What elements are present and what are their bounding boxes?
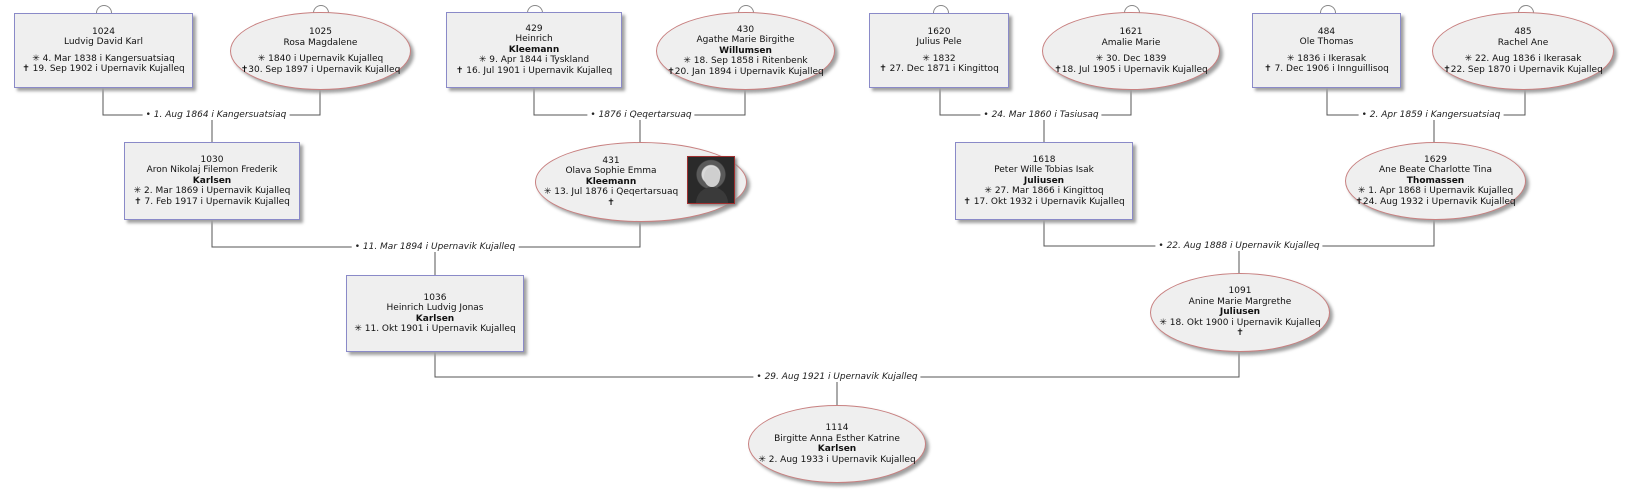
person-surname: Karlsen <box>817 444 857 454</box>
person-node-1030[interactable]: 1030 Aron Nikolaj Filemon Frederik Karls… <box>124 142 300 220</box>
death-info: ✝ 7. Dec 1906 i Innguillisoq <box>1264 64 1389 74</box>
person-id: 1629 <box>1424 154 1447 165</box>
person-surname: Juliusen <box>1219 307 1261 318</box>
person-given-names: Heinrich Ludvig Jonas <box>386 303 484 313</box>
parent-link-icon[interactable] <box>738 5 754 14</box>
death-info: ✝24. Aug 1932 i Upernavik Kujalleq <box>1355 196 1516 207</box>
death-info: ✝22. Sep 1870 i Upernavik Kujalleq <box>1443 64 1603 75</box>
person-id: 1025 <box>309 27 332 37</box>
person-given-names: Rachel Ane <box>1497 37 1549 48</box>
person-surname: Karlsen <box>192 175 232 186</box>
death-info: ✝ 27. Dec 1871 i Kingittoq <box>879 64 999 74</box>
marriage-label: • 1876 i Qeqertarsuaq <box>587 110 695 120</box>
person-id: 1091 <box>1228 286 1252 297</box>
person-surname: Kleemann <box>508 44 560 55</box>
person-surname: Thomassen <box>1406 175 1465 186</box>
death-info: ✝ 17. Okt 1932 i Upernavik Kujalleq <box>963 196 1125 207</box>
birth-info: ✳ 18. Sep 1858 i Ritenbenk <box>683 56 808 67</box>
person-id: 1030 <box>200 154 224 165</box>
marriage-label: • 24. Mar 1860 i Tasiusaq <box>980 110 1102 120</box>
birth-info: ✳ 27. Mar 1866 i Kingittoq <box>984 186 1104 197</box>
death-info: ✝30. Sep 1897 i Upernavik Kujalleq <box>240 64 401 75</box>
birth-info: ✳ 2. Mar 1869 i Upernavik Kujalleq <box>133 186 291 197</box>
birth-info: ✳ 30. Dec 1839 <box>1095 54 1167 64</box>
parent-link-icon[interactable] <box>933 5 949 14</box>
person-node-1618[interactable]: 1618 Peter Wille Tobias Isak Juliusen ✳ … <box>955 142 1133 220</box>
person-id: 1621 <box>1119 27 1143 37</box>
person-node-429[interactable]: 429 Heinrich Kleemann ✳ 9. Apr 1844 i Ty… <box>446 12 622 88</box>
person-given-names: Olava Sophie Emma <box>565 166 657 177</box>
parent-link-icon[interactable] <box>1518 5 1534 14</box>
birth-info: ✳ 18. Okt 1900 i Upernavik Kujalleq <box>1159 317 1321 328</box>
parent-link-icon[interactable] <box>527 5 543 14</box>
parent-link-icon[interactable] <box>1320 5 1336 14</box>
person-node-1025[interactable]: 1025 Rosa Magdalene ✳ 1840 i Upernavik K… <box>230 12 411 90</box>
person-node-430[interactable]: 430 Agathe Marie Birgithe Willumsen ✳ 18… <box>656 12 835 90</box>
death-info: ✝ <box>607 197 615 208</box>
marriage-label: • 11. Mar 1894 i Upernavik Kujalleq <box>351 242 519 252</box>
death-info: ✝20. Jan 1894 i Upernavik Kujalleq <box>667 66 824 77</box>
birth-info: ✳ 22. Aug 1836 i Ikerasak <box>1464 54 1582 64</box>
person-node-1114[interactable]: 1114 Birgitte Anna Esther Katrine Karlse… <box>748 405 926 483</box>
person-node-484[interactable]: 484 Ole Thomas ✳ 1836 i Ikerasak ✝ 7. De… <box>1252 13 1401 88</box>
death-info: ✝ 7. Feb 1917 i Upernavik Kujalleq <box>134 196 290 207</box>
person-given-names: Julius Pele <box>916 37 962 47</box>
birth-info: ✳ 2. Aug 1933 i Upernavik Kujalleq <box>758 454 916 465</box>
person-given-names: Rosa Magdalene <box>283 37 358 48</box>
birth-info: ✳ 1832 <box>922 53 956 64</box>
death-info: ✝ <box>1236 328 1244 339</box>
person-surname: Juliusen <box>1023 175 1065 186</box>
person-given-names: Anine Marie Margrethe <box>1188 296 1292 307</box>
parent-link-icon[interactable] <box>96 5 112 14</box>
person-id: 431 <box>602 155 620 166</box>
birth-info: ✳ 1840 i Upernavik Kujalleq <box>257 54 384 64</box>
person-node-1036[interactable]: 1036 Heinrich Ludvig Jonas Karlsen ✳ 11.… <box>346 275 524 352</box>
person-node-485[interactable]: 485 Rachel Ane ✳ 22. Aug 1836 i Ikerasak… <box>1432 12 1614 90</box>
person-given-names: Aron Nikolaj Filemon Frederik <box>146 165 278 176</box>
person-given-names: Ane Beate Charlotte Tina <box>1378 165 1493 176</box>
person-given-names: Amalie Marie <box>1101 37 1161 48</box>
birth-info: ✳ 13. Jul 1876 i Qeqertarsuaq <box>543 187 679 198</box>
person-surname: Willumsen <box>719 45 772 56</box>
parent-link-icon[interactable] <box>1124 5 1140 14</box>
person-node-1091[interactable]: 1091 Anine Marie Margrethe Juliusen ✳ 18… <box>1150 273 1330 352</box>
death-info: ✝ 19. Sep 1902 i Upernavik Kujalleq <box>22 64 185 74</box>
birth-info: ✳ 9. Apr 1844 i Tyskland <box>478 55 590 66</box>
death-info: ✝18. Jul 1905 i Upernavik Kujalleq <box>1054 64 1208 75</box>
person-given-names: Heinrich <box>515 34 553 45</box>
parent-link-icon[interactable] <box>313 5 329 14</box>
person-id: 484 <box>1317 26 1336 37</box>
birth-info: ✳ 4. Mar 1838 i Kangersuatsiaq <box>32 53 175 64</box>
person-node-1621[interactable]: 1621 Amalie Marie ✳ 30. Dec 1839 ✝18. Ju… <box>1042 12 1220 90</box>
death-info: ✝ 16. Jul 1901 i Upernavik Kujalleq <box>455 65 613 76</box>
person-id: 1036 <box>423 292 447 303</box>
person-id: 485 <box>1514 27 1532 37</box>
marriage-label: • 2. Apr 1859 i Kangersuatsiaq <box>1358 110 1504 120</box>
marriage-label: • 22. Aug 1888 i Upernavik Kujalleq <box>1155 241 1323 251</box>
person-id: 1620 <box>927 26 951 37</box>
person-id: 429 <box>525 23 543 34</box>
person-node-1629[interactable]: 1629 Ane Beate Charlotte Tina Thomassen … <box>1345 142 1526 220</box>
person-node-1620[interactable]: 1620 Julius Pele ✳ 1832 ✝ 27. Dec 1871 i… <box>869 13 1009 88</box>
person-id: 1024 <box>92 26 115 37</box>
marriage-label: • 29. Aug 1921 i Upernavik Kujalleq <box>753 372 921 382</box>
portrait-photo[interactable] <box>687 156 735 204</box>
person-given-names: Ole Thomas <box>1299 37 1354 47</box>
person-node-1024[interactable]: 1024 Ludvig David Karl ✳ 4. Mar 1838 i K… <box>14 13 193 88</box>
person-surname: Karlsen <box>415 313 455 324</box>
person-surname: Kleemann <box>585 176 637 187</box>
birth-info: ✳ 1836 i Ikerasak <box>1286 53 1367 64</box>
person-id: 1114 <box>825 423 849 433</box>
person-given-names: Agathe Marie Birgithe <box>696 35 795 46</box>
person-given-names: Ludvig David Karl <box>64 37 143 47</box>
birth-info: ✳ 11. Okt 1901 i Upernavik Kujalleq <box>354 324 516 334</box>
marriage-label: • 1. Aug 1864 i Kangersuatsiaq <box>142 110 290 120</box>
birth-info: ✳ 1. Apr 1868 i Upernavik Kujalleq <box>1357 186 1514 197</box>
person-given-names: Birgitte Anna Esther Katrine <box>774 433 900 444</box>
person-given-names: Peter Wille Tobias Isak <box>994 165 1094 176</box>
person-id: 1618 <box>1032 154 1056 165</box>
person-id: 430 <box>736 24 755 35</box>
